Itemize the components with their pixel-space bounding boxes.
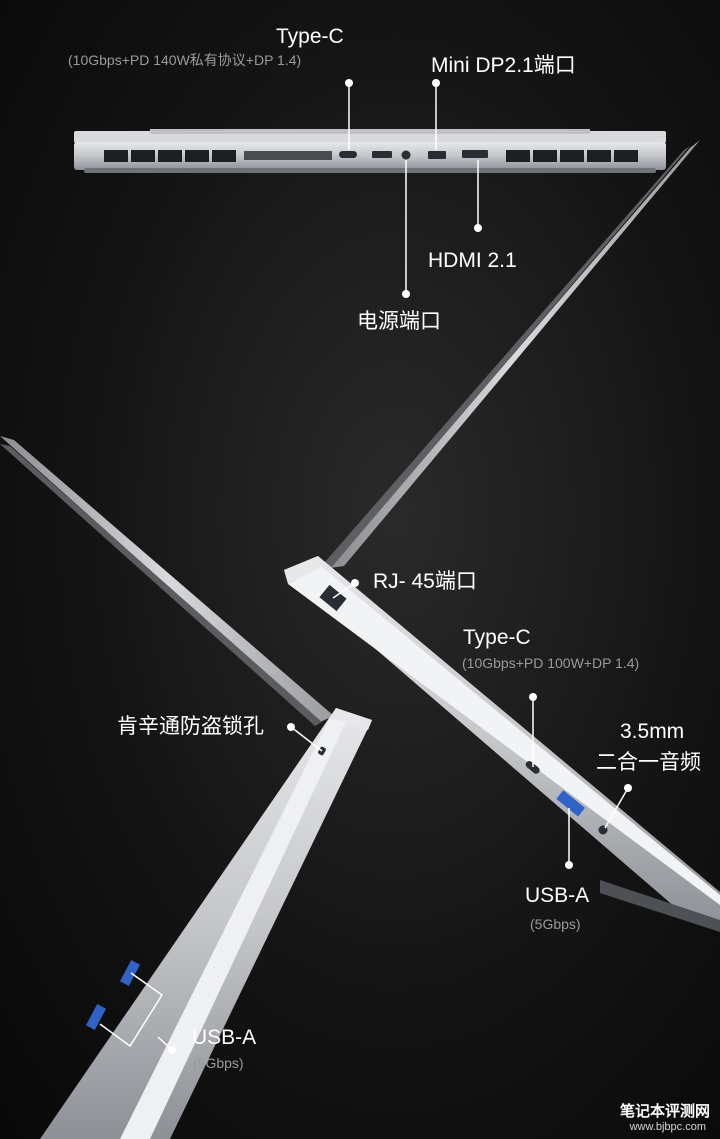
rear-usb-port — [372, 151, 392, 158]
rear-leader-lines — [345, 79, 482, 298]
right-typec-title: Type-C — [463, 626, 531, 649]
right-usba-spec: (5Gbps) — [530, 916, 581, 932]
lock-label: 肯辛通防盗锁孔 — [117, 715, 264, 738]
right-side-laptop — [284, 140, 720, 932]
rear-vent-right — [506, 150, 638, 162]
rear-minidp-port — [428, 151, 446, 159]
audio-label-line1: 3.5mm — [620, 720, 685, 743]
left-usba-port-2 — [85, 1004, 107, 1030]
audio-label-line2: 二合一音频 — [596, 751, 701, 774]
rear-typec-port — [339, 151, 357, 158]
watermark-title: 笔记本评测网 — [619, 1103, 710, 1120]
rear-grille — [244, 151, 332, 160]
rear-hdmi-port — [462, 150, 488, 158]
rear-typec-spec: (10Gbps+PD 140W私有协议+DP 1.4) — [68, 52, 302, 68]
right-usba-title: USB-A — [525, 884, 590, 907]
hdmi-label: HDMI 2.1 — [428, 249, 517, 272]
left-usba-title: USB-A — [192, 1026, 257, 1049]
left-usba-spec: (5Gbps) — [193, 1055, 244, 1071]
left-side-laptop — [0, 436, 372, 1139]
watermark-url: www.bjbpc.com — [629, 1121, 706, 1133]
rear-typec-title: Type-C — [276, 25, 344, 48]
minidp-label: Mini DP2.1端口 — [431, 54, 576, 77]
right-leader-lines — [332, 579, 632, 869]
rear-power-port — [401, 150, 411, 160]
power-label: 电源端口 — [357, 310, 441, 333]
rj45-label: RJ- 45端口 — [373, 570, 477, 593]
left-leader-lines — [99, 723, 323, 1054]
left-usba-port-1 — [119, 960, 141, 986]
right-typec-port — [525, 761, 540, 774]
rear-view-laptop — [74, 129, 666, 173]
right-typec-spec: (10Gbps+PD 100W+DP 1.4) — [462, 655, 640, 671]
right-usba-port — [556, 790, 586, 817]
rear-vent-left — [104, 150, 236, 162]
